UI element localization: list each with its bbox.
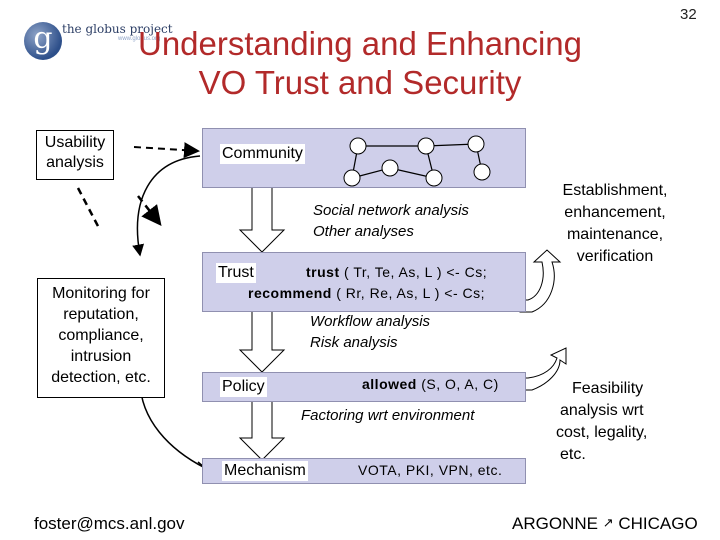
establishment-line-1: Establishment, [562,182,668,199]
recommend-args: ( Rr, Re, As, L ) <- Cs; [331,285,486,301]
brand-chicago: CHICAGO [618,514,698,533]
community-label: Community [220,144,305,164]
monitoring-line-1: Monitoring for [52,285,150,302]
workflow-line-1: Workflow analysis [310,313,431,330]
allowed-formula: allowed (S, O, A, C) [362,376,499,392]
globus-logo: g [24,22,62,60]
usability-box: Usability analysis [36,130,114,180]
policy-label: Policy [220,377,267,397]
node-4 [417,137,435,155]
monitoring-line-5: detection, etc. [51,369,151,386]
trust-args: ( Tr, Te, As, L ) <- Cs; [339,264,488,280]
monitoring-line-4: intrusion [70,348,132,365]
workflow-line-2: Risk analysis [310,334,398,351]
factoring-text: Factoring wrt environment [301,407,475,424]
feasibility-text: Feasibility analysis wrt cost, legality,… [556,378,647,466]
right-hollow-arrows [519,249,567,391]
trust-formula-2: recommend ( Rr, Re, As, L ) <- Cs; [248,285,485,301]
recommend-key: recommend [248,285,332,301]
up-curve-arrow-1 [519,249,562,313]
monitoring-box: Monitoring for reputation, compliance, i… [37,278,165,398]
feasibility-line-3: cost, legality, [556,424,648,441]
monitoring-line-3: compliance, [58,327,144,344]
social-line-1: Social network analysis [313,202,469,219]
trust-formula-1: trust ( Tr, Te, As, L ) <- Cs; [306,264,487,280]
usability-line-2: analysis [46,154,104,171]
node-6 [467,135,485,153]
node-5 [425,169,443,187]
up-curve-arrow-2 [519,347,567,391]
trust-key: trust [306,264,340,280]
footer-email: foster@mcs.anl.gov [34,514,185,533]
dashed-arrow-usability [133,142,200,159]
dashed-line-left [76,187,102,231]
logo-text: the globus project [62,22,173,36]
down-arrow-2 [238,310,286,373]
title-line-2: VO Trust and Security [198,64,522,101]
slide-number: 32 [680,6,697,23]
title-line-1: Understanding and Enhancing [137,25,582,62]
feasibility-line-1: Feasibility [572,380,644,397]
down-arrow-1 [238,186,286,253]
feasibility-line-4: etc. [560,446,586,463]
establishment-line-4: verification [576,248,654,265]
network-graph [343,135,491,187]
feasibility-line-2: analysis wrt [560,402,644,419]
slide-title: Understanding and Enhancing VO Trust and… [90,24,630,102]
allowed-args: (S, O, A, C) [416,376,499,392]
establishment-text: Establishment, enhancement, maintenance,… [540,180,690,268]
brand-argonne: ARGONNE [512,514,598,533]
establishment-line-2: enhancement, [564,204,666,221]
hollow-arrows [238,186,286,461]
workflow-analysis-text: Workflow analysis Risk analysis [310,311,430,353]
logo-subtext: www.globus.org [118,36,161,42]
social-analysis-text: Social network analysis Other analyses [313,200,469,242]
footer-brand: ARGONNE ↗ CHICAGO [512,514,698,534]
mechanism-list: VOTA, PKI, VPN, etc. [358,462,503,478]
usability-line-1: Usability [44,134,106,151]
establishment-line-3: maintenance, [566,226,664,243]
trust-label: Trust [216,263,256,283]
curve-community-to-monitoring [132,155,201,257]
node-3 [381,159,399,177]
node-7 [473,163,491,181]
social-line-2: Other analyses [313,223,414,240]
node-1 [349,137,367,155]
brand-arrow-icon: ↗ [602,515,614,530]
node-2 [343,169,361,187]
allowed-key: allowed [362,376,417,392]
trust-panel [202,252,526,312]
mechanism-label: Mechanism [222,461,308,481]
down-arrow-3 [238,399,286,461]
monitoring-line-2: reputation, [63,306,139,323]
